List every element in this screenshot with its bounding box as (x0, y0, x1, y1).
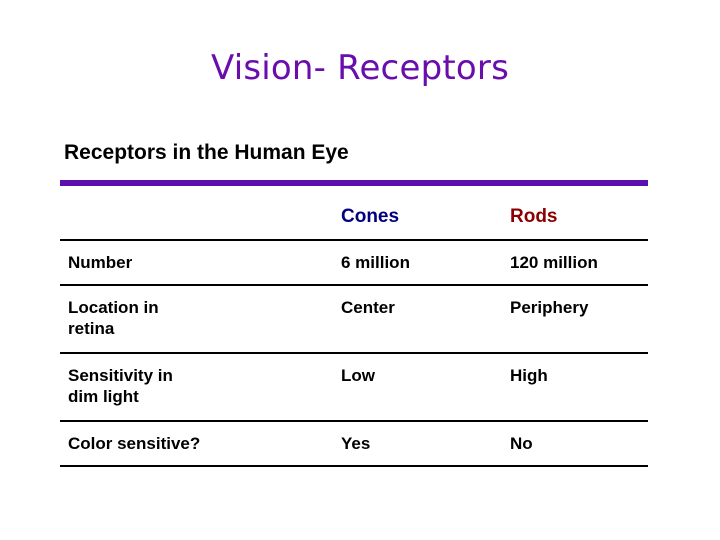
row-label: Location in retina (60, 285, 333, 354)
cell-rods: 120 million (502, 240, 648, 286)
row-label-line2: dim light (68, 387, 139, 406)
table-row: Number 6 million 120 million (60, 240, 648, 286)
cell-rods: Periphery (502, 285, 648, 354)
table-header-row: Cones Rods (60, 200, 648, 241)
table-row: Color sensitive? Yes No (60, 421, 648, 467)
column-header-attribute (60, 200, 333, 241)
receptor-comparison-table: Cones Rods Number 6 million 120 million … (60, 200, 648, 467)
row-label: Color sensitive? (60, 421, 333, 467)
row-label: Sensitivity in dim light (60, 353, 333, 422)
accent-divider (60, 180, 648, 186)
cell-cones: Yes (333, 421, 502, 467)
row-label: Number (60, 240, 333, 286)
table-row: Location in retina Center Periphery (60, 285, 648, 354)
table-header: Cones Rods (60, 200, 648, 241)
row-label-line1: Color sensitive? (68, 434, 201, 453)
cell-cones: 6 million (333, 240, 502, 286)
row-label-line1: Number (68, 253, 133, 272)
column-header-rods: Rods (502, 200, 648, 241)
table: Cones Rods Number 6 million 120 million … (60, 200, 648, 467)
cell-rods: No (502, 421, 648, 467)
cell-rods: High (502, 353, 648, 422)
table-row: Sensitivity in dim light Low High (60, 353, 648, 422)
table-body: Number 6 million 120 million Location in… (60, 240, 648, 467)
section-heading: Receptors in the Human Eye (64, 141, 349, 164)
column-header-cones: Cones (333, 200, 502, 241)
page-title: Vision- Receptors (211, 48, 509, 88)
cell-cones: Low (333, 353, 502, 422)
row-label-line1: Sensitivity in (68, 366, 173, 385)
row-label-line2: retina (68, 319, 115, 338)
row-label-line1: Location in (68, 298, 159, 317)
cell-cones: Center (333, 285, 502, 354)
